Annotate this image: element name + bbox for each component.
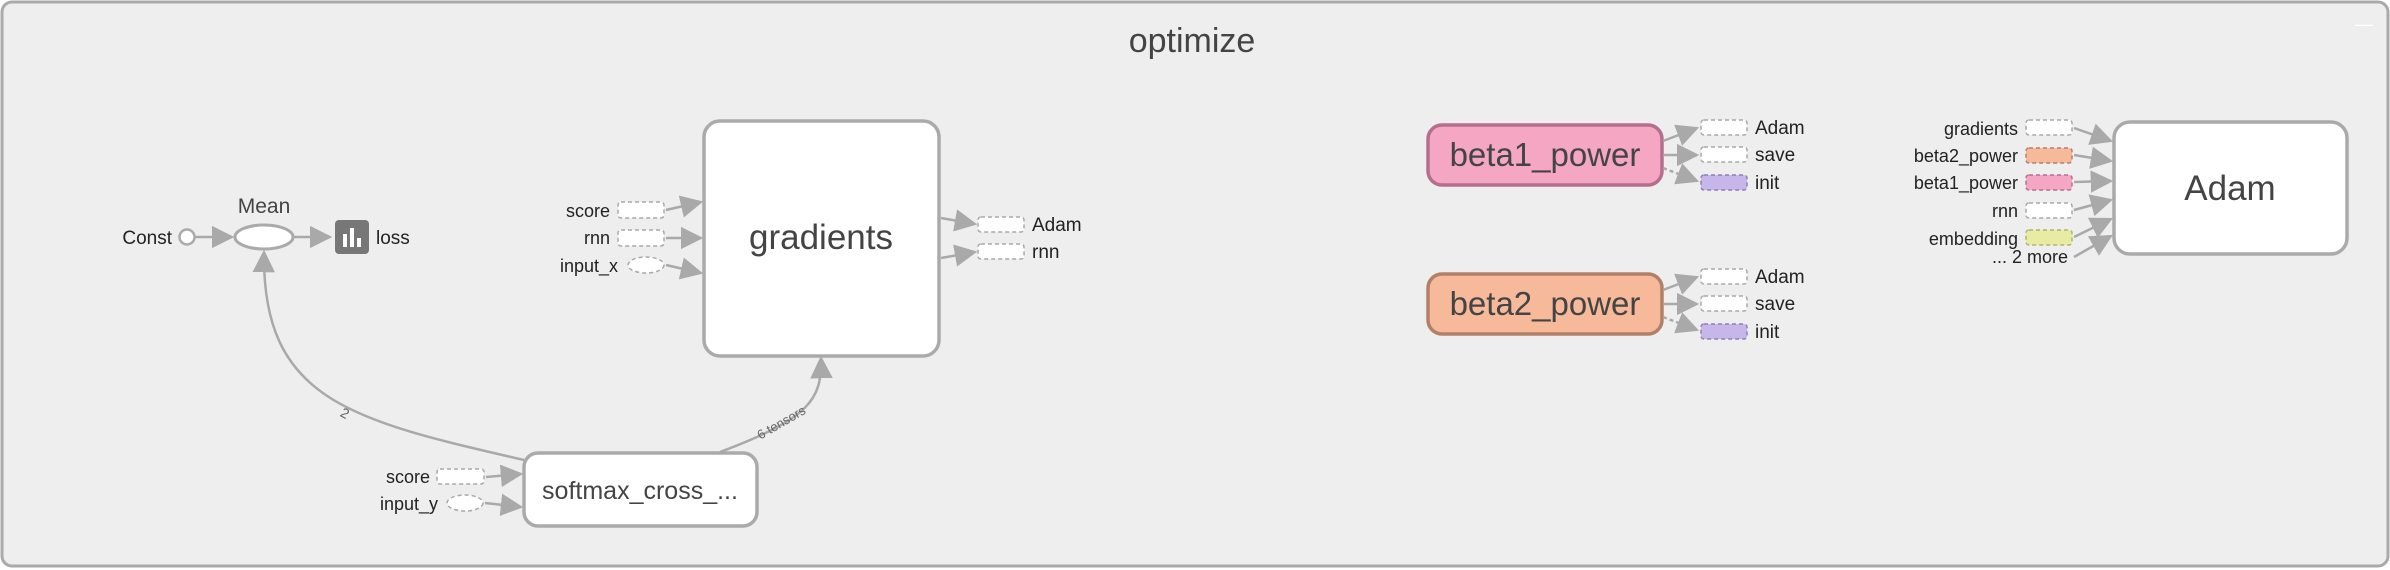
edge-adam-in-1 bbox=[2073, 146, 2114, 169]
edge-grad-in-0 bbox=[665, 195, 704, 218]
beta2-output-stub-2[interactable] bbox=[1700, 323, 1748, 340]
beta1-output-stub-2[interactable] bbox=[1700, 174, 1748, 191]
edge-grad-in-2 bbox=[665, 257, 704, 280]
adam-input-stub-3[interactable] bbox=[2025, 202, 2073, 219]
adam-input-stub-4[interactable] bbox=[2025, 229, 2073, 246]
beta1-power-node[interactable] bbox=[1426, 123, 1664, 187]
edge-softmax-in-1 bbox=[484, 493, 524, 516]
adam-input-label-4: embedding bbox=[1929, 229, 2018, 249]
adam-input-label-1: beta2_power bbox=[1914, 146, 2018, 167]
edge-softmax-in-0 bbox=[485, 464, 524, 487]
edge-beta1-out-0 bbox=[1662, 124, 1700, 146]
frame-title: optimize bbox=[1129, 22, 1256, 60]
grad-input-label-0: score bbox=[566, 201, 610, 221]
grad-output-stub-1[interactable] bbox=[977, 243, 1025, 260]
edge-adam-in-3 bbox=[2073, 194, 2114, 217]
adam-input-stub-1[interactable] bbox=[2025, 147, 2073, 164]
softmax-node[interactable] bbox=[522, 451, 759, 528]
adam-input-label-3: rnn bbox=[1992, 201, 2018, 221]
adam-input-stub-0[interactable] bbox=[2025, 119, 2073, 136]
grad-input-stub-0[interactable] bbox=[617, 201, 665, 219]
beta2-power-node[interactable] bbox=[1426, 272, 1664, 336]
softmax-label: softmax_cross_... bbox=[542, 477, 738, 505]
softmax-input-stub-0[interactable] bbox=[436, 468, 485, 485]
bar-chart-icon bbox=[343, 228, 361, 247]
beta2-output-label-2: init bbox=[1755, 322, 1780, 343]
adam-input-label-0: gradients bbox=[1944, 119, 2018, 139]
edge-grad-out-0 bbox=[940, 209, 978, 232]
edge-beta2-out-2 bbox=[1662, 312, 1700, 334]
adam-node[interactable] bbox=[2112, 120, 2349, 256]
mean-node[interactable] bbox=[233, 223, 295, 251]
edge-softmax-gradients bbox=[719, 355, 833, 454]
edge-adam-in-4 bbox=[2073, 217, 2114, 239]
gradients-label: gradients bbox=[749, 218, 893, 257]
beta1-output-stub-1[interactable] bbox=[1700, 146, 1748, 163]
adam-input-stub-2[interactable] bbox=[2025, 174, 2073, 191]
beta1-output-label-2: init bbox=[1755, 173, 1780, 194]
beta2-output-label-1: save bbox=[1755, 294, 1795, 315]
const-node[interactable] bbox=[178, 228, 196, 246]
mean-label: Mean bbox=[238, 195, 291, 218]
loss-node[interactable] bbox=[335, 220, 369, 254]
beta1-output-label-0: Adam bbox=[1755, 118, 1805, 139]
edge-softmax-mean bbox=[252, 249, 525, 462]
edge-adam-in-2 bbox=[2073, 170, 2114, 193]
edge-adam-in-0 bbox=[2073, 123, 2114, 145]
softmax-input-stub-1[interactable] bbox=[446, 494, 484, 512]
softmax-input-label-0: score bbox=[386, 467, 430, 487]
adam-input-label-5: ... 2 more bbox=[1992, 247, 2068, 267]
edge-adam-in-5 bbox=[2073, 234, 2113, 259]
beta1-output-label-1: save bbox=[1755, 145, 1795, 166]
grad-output-label-0: Adam bbox=[1032, 215, 1082, 236]
grad-input-label-1: rnn bbox=[584, 228, 610, 248]
collapse-button[interactable]: — bbox=[2354, 14, 2374, 34]
grad-input-label-2: input_x bbox=[560, 256, 618, 277]
softmax-input-label-1: input_y bbox=[380, 494, 438, 515]
beta1-output-stub-0[interactable] bbox=[1700, 119, 1748, 136]
beta2-output-stub-1[interactable] bbox=[1700, 295, 1748, 312]
grad-input-stub-2[interactable] bbox=[627, 256, 665, 274]
grad-output-stub-0[interactable] bbox=[977, 216, 1025, 233]
collapse-icon: — bbox=[2355, 14, 2373, 34]
edge-beta1-out-2 bbox=[1662, 163, 1700, 185]
loss-label: loss bbox=[376, 228, 410, 249]
beta2-output-label-0: Adam bbox=[1755, 267, 1805, 288]
adam-label: Adam bbox=[2184, 169, 2275, 208]
beta2-power-label: beta2_power bbox=[1450, 285, 1641, 322]
grad-input-stub-1[interactable] bbox=[617, 229, 665, 247]
adam-input-label-2: beta1_power bbox=[1914, 173, 2018, 194]
grad-output-label-1: rnn bbox=[1032, 242, 1059, 263]
const-label: Const bbox=[122, 228, 172, 249]
beta2-output-stub-0[interactable] bbox=[1700, 268, 1748, 285]
beta1-power-label: beta1_power bbox=[1450, 136, 1641, 173]
edge-grad-out-1 bbox=[940, 244, 978, 267]
edge-beta2-out-0 bbox=[1662, 273, 1700, 295]
